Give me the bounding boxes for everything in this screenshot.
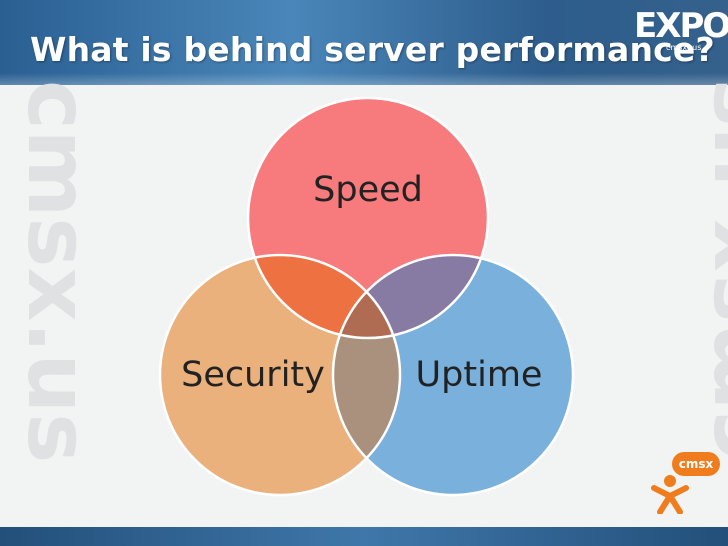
venn-diagram: Speed Security Uptime (150, 96, 590, 497)
security-outline (158, 253, 402, 497)
venn-outlines (158, 96, 575, 497)
speed-security-overlap (248, 255, 400, 338)
watermark-left: cmsx.us (9, 80, 107, 464)
speed-outline (246, 96, 490, 340)
expo-logo-mark: EXPO (634, 6, 728, 46)
uptime-label: Uptime (415, 355, 543, 395)
expo-logo-subtext: cmsx .us (666, 43, 702, 52)
footer-band (0, 527, 728, 546)
venn-svg (158, 96, 575, 497)
speed-label: Speed (313, 170, 423, 210)
expo-logo: EXPO cmsx .us (626, 6, 728, 58)
watermark-right: cmsx.us (683, 76, 728, 460)
header-band (0, 0, 728, 85)
security-label: Security (181, 355, 325, 395)
speed-uptime-overlap (333, 255, 488, 338)
cmsx-logo: cmsx (650, 452, 722, 516)
person-icon (651, 475, 689, 514)
page-title: What is behind server performance? (30, 30, 715, 69)
cmsx-badge: cmsx (672, 452, 720, 476)
uptime-outline (331, 253, 575, 497)
